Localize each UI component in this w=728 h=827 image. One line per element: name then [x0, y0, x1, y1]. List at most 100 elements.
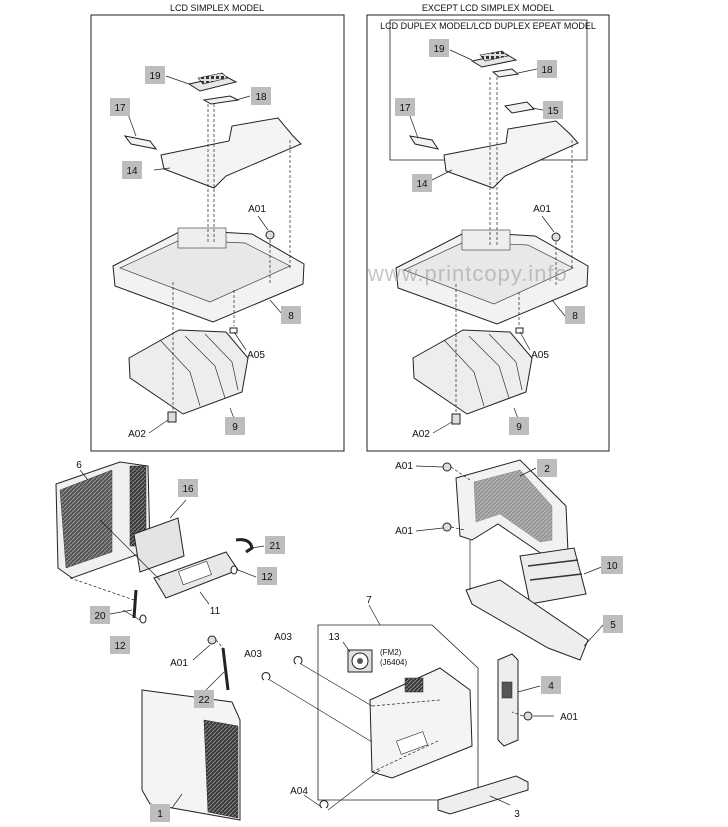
callout-l19: 19 — [149, 71, 161, 82]
panel-except-lcd-simplex: EXCEPT LCD SIMPLEX MODEL LCD DUPLEX MODE… — [366, 3, 610, 452]
screw-A05-left-panel — [229, 327, 238, 334]
callout-bA03a: A03 — [274, 632, 292, 643]
callout-b2: 2 — [544, 464, 550, 475]
screw-A01-frame-a — [442, 462, 452, 472]
part-20-rod — [132, 589, 138, 619]
part-19-keypad-right — [470, 50, 518, 68]
callout-b21: 21 — [269, 541, 281, 552]
callout-bA04: A04 — [290, 786, 308, 797]
leader-lines-left — [127, 75, 291, 434]
part-17-cover-right — [408, 135, 440, 150]
fan-label-fm: (FM2) — [380, 648, 402, 657]
callout-bA03b: A03 — [244, 649, 262, 660]
callout-b1: 1 — [157, 809, 163, 820]
formatter-group: (FM2) (J6404) 7 13 A03 A03 A04 — [244, 595, 479, 811]
panel-title-lcd-simplex: LCD SIMPLEX MODEL — [170, 3, 264, 13]
panel-lcd-simplex: LCD SIMPLEX MODEL — [90, 3, 345, 452]
panel-7-outline — [317, 624, 479, 801]
part-3-strip — [437, 775, 529, 815]
right-side-frame-group: A01 A01 2 10 5 — [395, 459, 623, 661]
screw-A02-right-panel — [451, 413, 461, 425]
part-19-keypad — [187, 72, 238, 92]
callout-b3: 3 — [514, 809, 520, 820]
callout-rA02: A02 — [412, 429, 430, 440]
callout-b10: 10 — [606, 561, 618, 572]
leader-lines-side-cover — [69, 469, 265, 621]
callout-lA05: A05 — [247, 350, 265, 361]
callout-bA01c: A01 — [560, 712, 578, 723]
part-18-cover — [202, 95, 240, 105]
callouts-right: 19 18 17 15 14 A01 8 A05 A02 9 — [395, 39, 585, 440]
callout-r15: 15 — [547, 106, 559, 117]
screw-A01-door — [207, 635, 217, 645]
callout-b12b: 12 — [114, 641, 126, 652]
callout-l17: 17 — [114, 103, 126, 114]
callout-b6: 6 — [76, 460, 82, 471]
part-4-group: 4 A01 — [497, 653, 578, 747]
callout-b16: 16 — [182, 484, 194, 495]
part-21-rod — [235, 538, 254, 554]
watermark: www.printcopy.info — [367, 261, 568, 286]
screw-A02-left-panel — [167, 411, 177, 423]
callout-r9: 9 — [516, 422, 522, 433]
callout-l14: 14 — [126, 166, 138, 177]
part-12-spring-b — [139, 614, 147, 624]
callout-bA01d: A01 — [170, 658, 188, 669]
part-16-panel — [133, 517, 185, 573]
callout-r18: 18 — [541, 65, 553, 76]
screw-A05-right-panel — [515, 327, 524, 334]
part-A03-clip-b — [261, 672, 271, 681]
callout-b7: 7 — [366, 595, 372, 606]
part-13-fan — [347, 649, 373, 673]
panel-title-lcd-duplex: LCD DUPLEX MODEL/LCD DUPLEX EPEAT MODEL — [380, 21, 596, 31]
callout-b5: 5 — [610, 620, 616, 631]
callout-l9: 9 — [232, 422, 238, 433]
part-3-group: 3 — [437, 775, 529, 820]
part-14-top-cover-right — [443, 120, 579, 189]
part-12-spring-a — [230, 565, 238, 575]
callout-b20: 20 — [94, 611, 106, 622]
callout-b22: 22 — [198, 695, 210, 706]
part-A03-clip-a — [293, 656, 303, 665]
part-22-rod — [221, 647, 230, 691]
fan-label-connector: (J6404) — [380, 658, 407, 667]
callout-b4: 4 — [548, 681, 554, 692]
callout-r17: 17 — [399, 103, 411, 114]
screw-A01-bracket — [523, 711, 533, 721]
panel-title-except-lcd-simplex: EXCEPT LCD SIMPLEX MODEL — [422, 3, 554, 13]
callout-b11: 11 — [210, 606, 221, 617]
callout-rA01: A01 — [533, 204, 551, 215]
callout-l8: 8 — [288, 311, 294, 322]
part-9-bottom-assembly-right — [412, 329, 533, 415]
callout-l18: 18 — [255, 92, 267, 103]
part-15-cover-right — [503, 101, 536, 114]
callout-r19: 19 — [433, 44, 445, 55]
part-4-bracket — [497, 653, 519, 747]
leader-lines-formatter — [269, 604, 441, 811]
callout-rA05: A05 — [531, 350, 549, 361]
callouts-left: 19 18 17 14 A01 8 A05 A02 9 — [110, 66, 301, 440]
callout-bA01b: A01 — [395, 526, 413, 537]
screw-A01-left-panel — [265, 230, 275, 240]
part-18-cover-right — [491, 68, 520, 78]
part-A04-clip — [319, 800, 329, 809]
part-5-base — [465, 579, 589, 661]
leader-lines-frame — [415, 465, 605, 647]
callout-r14: 14 — [416, 179, 428, 190]
callout-b12a: 12 — [261, 572, 273, 583]
part-8-frame — [112, 227, 305, 323]
callout-bA01a: A01 — [395, 461, 413, 472]
part-10-unit — [519, 547, 587, 605]
callout-b13: 13 — [328, 632, 340, 643]
screw-A01-frame-b — [442, 522, 452, 532]
left-side-cover-group: 6 16 21 12 20 11 12 — [55, 460, 285, 654]
callout-lA02: A02 — [128, 429, 146, 440]
part-17-cover — [123, 135, 158, 150]
screw-A01-right-panel — [551, 232, 561, 242]
front-door-group: A01 22 1 — [141, 635, 241, 822]
part-14-top-cover — [160, 117, 302, 189]
part-9-bottom-assembly — [128, 329, 249, 415]
callout-lA01: A01 — [248, 204, 266, 215]
callout-r8: 8 — [572, 311, 578, 322]
